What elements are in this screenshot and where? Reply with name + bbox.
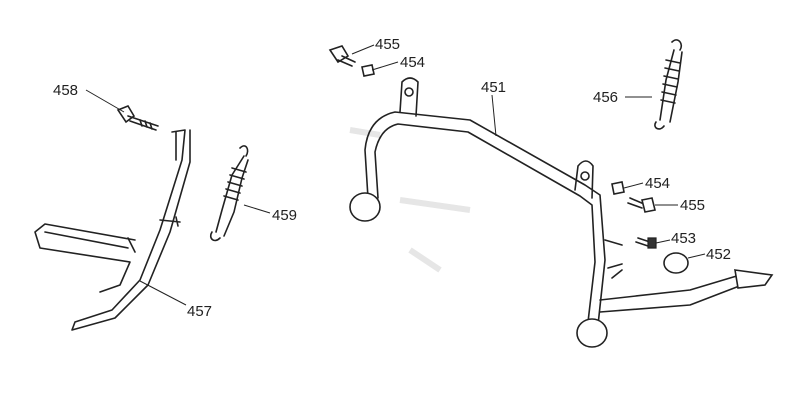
callout-456: 456 bbox=[593, 89, 618, 106]
spring-456 bbox=[654, 39, 683, 130]
callout-457: 457 bbox=[187, 303, 212, 320]
main-stand-451 bbox=[349, 77, 774, 348]
callout-454-right: 454 bbox=[645, 175, 670, 192]
callout-451: 451 bbox=[481, 79, 506, 96]
leader-lines bbox=[85, 44, 706, 306]
callout-455: 455 bbox=[375, 36, 400, 53]
background-ghosting bbox=[349, 127, 471, 273]
callout-455-right: 455 bbox=[680, 197, 705, 214]
spring-459 bbox=[209, 145, 249, 242]
callout-459: 459 bbox=[272, 207, 297, 224]
callout-452: 452 bbox=[706, 246, 731, 263]
callout-458: 458 bbox=[53, 82, 78, 99]
callout-454: 454 bbox=[400, 54, 425, 71]
side-stand-457 bbox=[34, 129, 191, 331]
hardware bbox=[328, 45, 689, 274]
callout-453: 453 bbox=[671, 230, 696, 247]
bolt-458 bbox=[116, 105, 159, 131]
